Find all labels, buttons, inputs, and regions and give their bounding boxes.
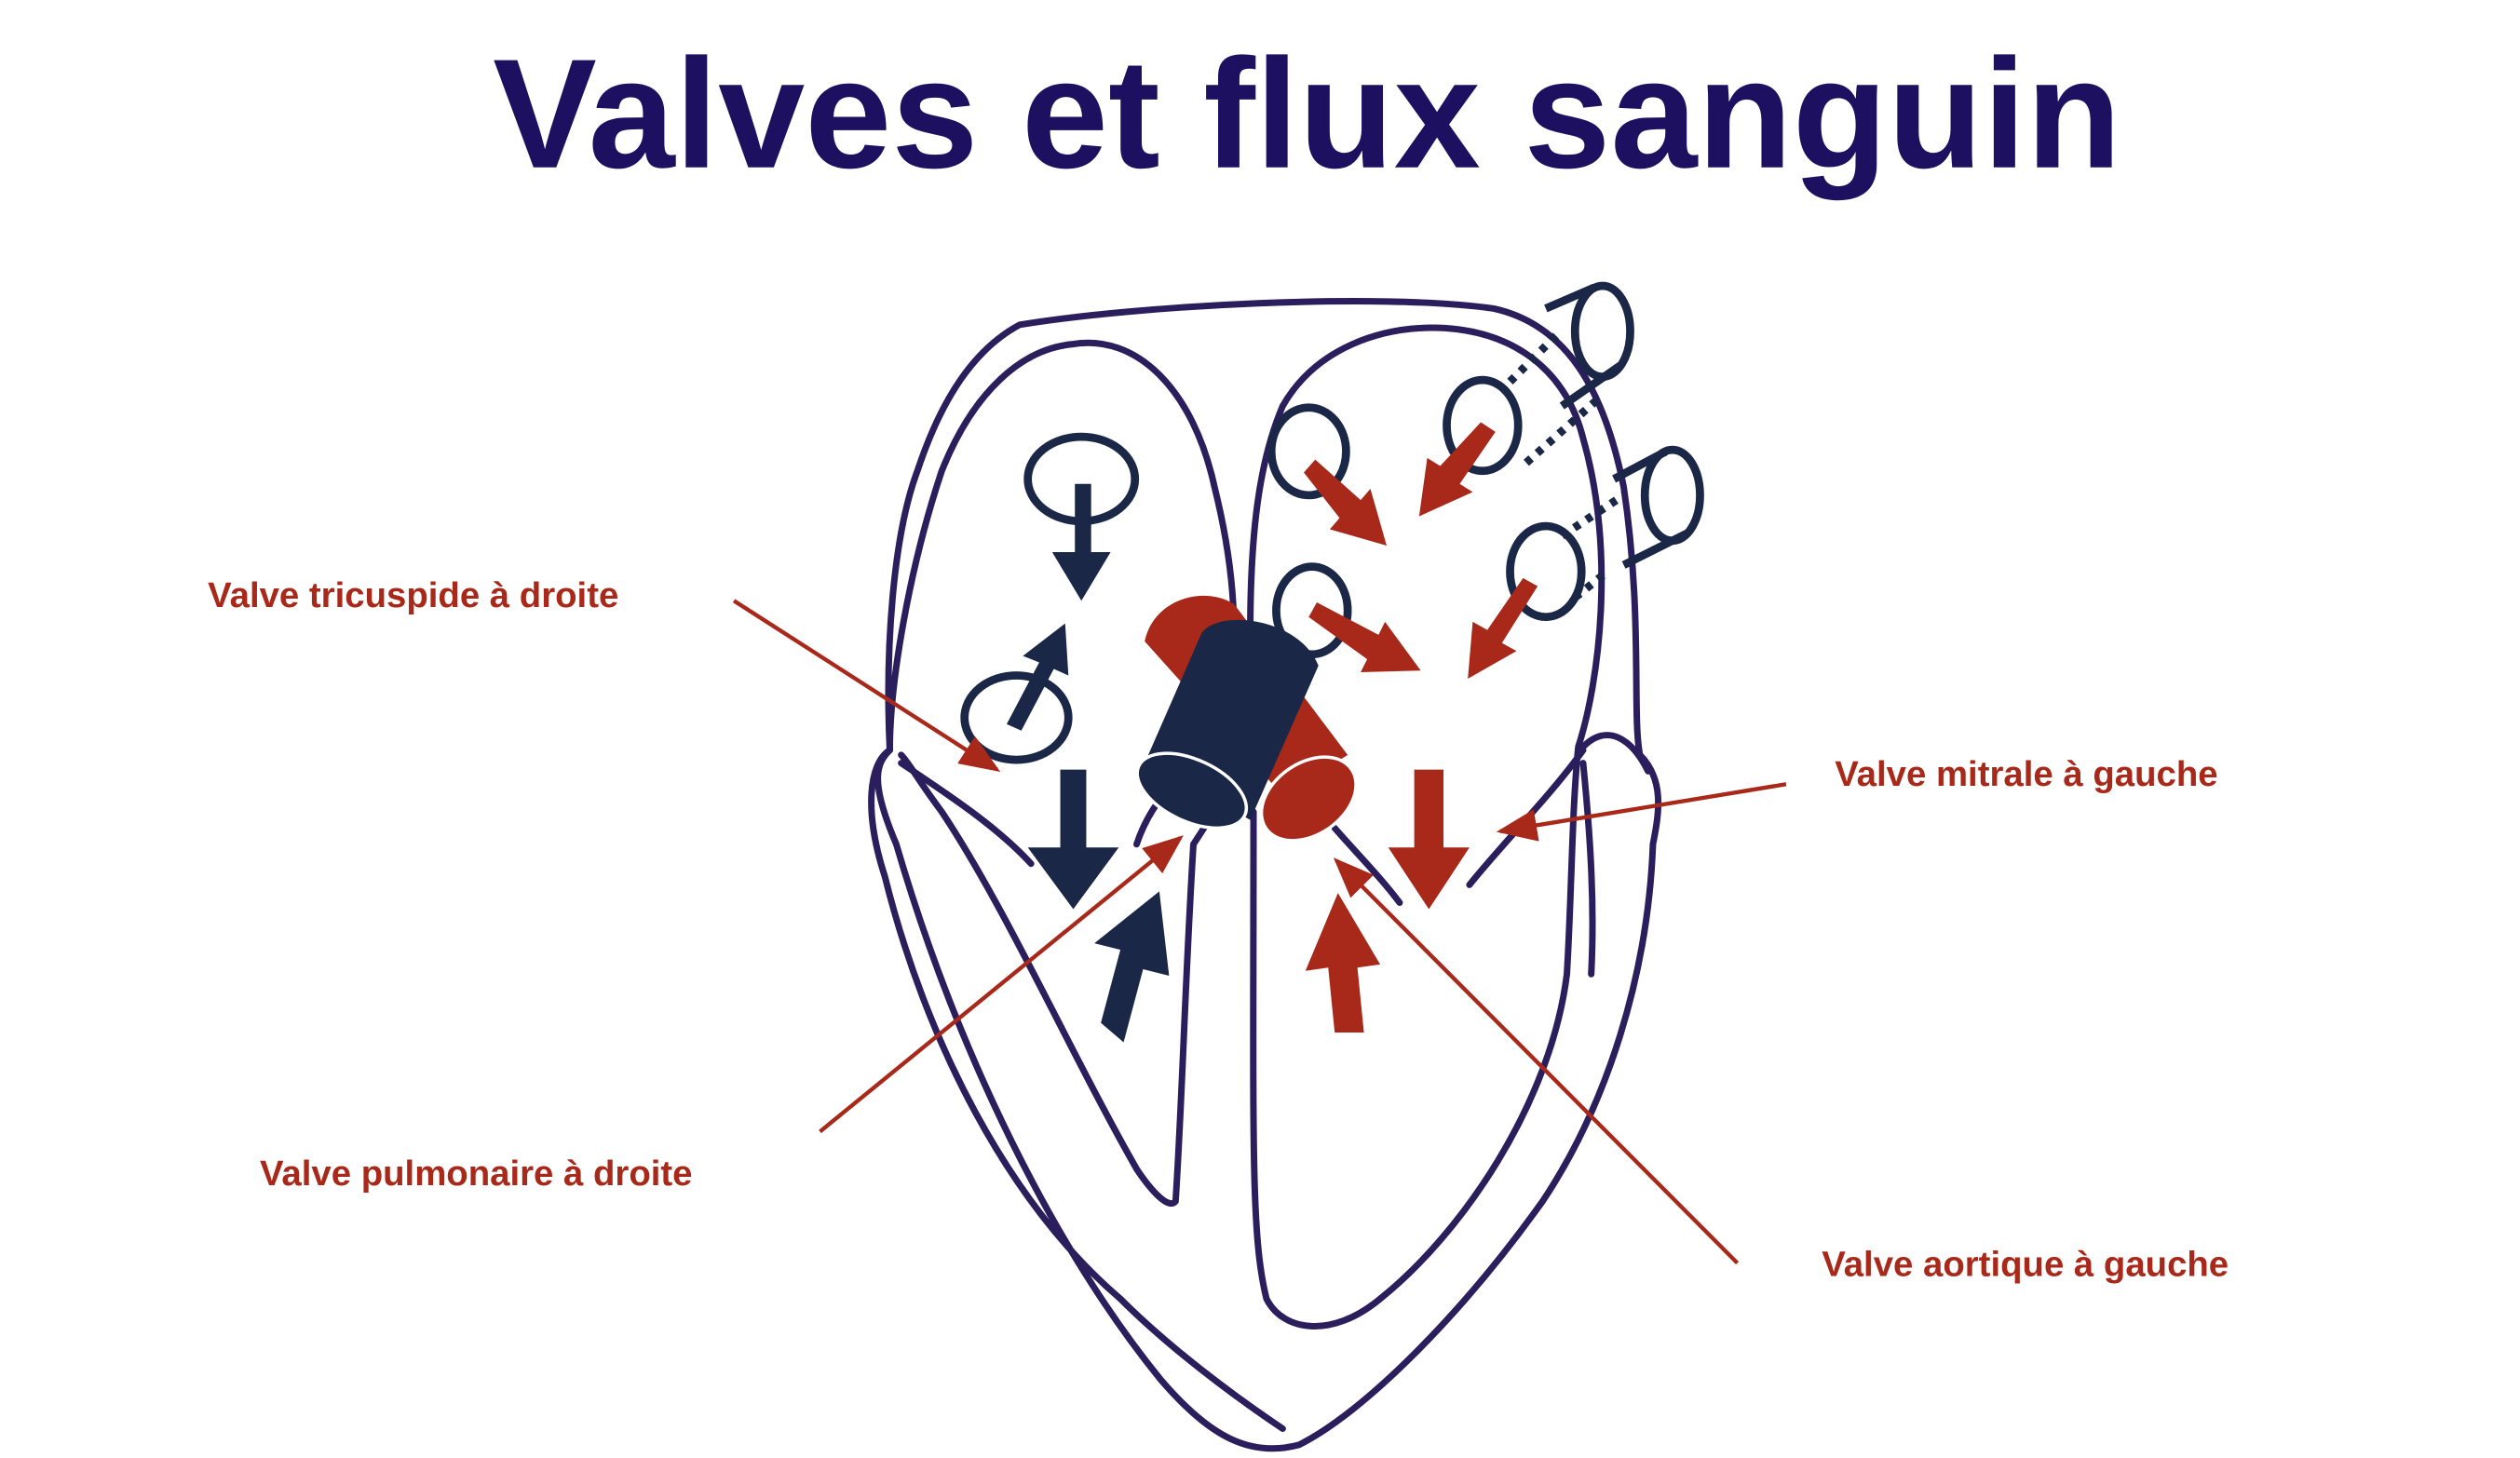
- arrow-icon: [1468, 577, 1538, 679]
- leader-lines: [732, 599, 1787, 1265]
- label-pulmonary-valve: Valve pulmonaire à droite: [260, 1154, 693, 1194]
- oxygenated-flow: [1267, 281, 1704, 1033]
- label-aortic-valve: Valve aortique à gauche: [1822, 1245, 2229, 1285]
- vena-cava-opening-icon: [960, 671, 1073, 764]
- pulmonary-vein-tube-icon: [1640, 445, 1704, 546]
- arrow-down-icon: [1388, 769, 1470, 910]
- label-tricuspid-valve: Valve tricuspide à droite: [208, 575, 618, 615]
- heart-outline: [868, 298, 1662, 1452]
- label-mitral-valve: Valve mitrale à gauche: [1835, 754, 2217, 794]
- page-title: Valves et flux sanguin: [493, 27, 2121, 201]
- pulmonary-vein-tube-icon: [1570, 281, 1634, 382]
- arrow-icon: [1418, 422, 1496, 517]
- great-vessels: [1135, 595, 1358, 843]
- arrow-down-icon: [1051, 483, 1111, 601]
- pulmonary-vein-opening-icon: [1267, 403, 1350, 500]
- pulmonary-vein-opening-icon: [1506, 521, 1586, 622]
- pulmonary-artery-icon: [1135, 619, 1319, 830]
- arrow-up-icon: [1305, 893, 1381, 1033]
- arrow-up-icon: [1007, 623, 1069, 731]
- arrow-down-icon: [1027, 769, 1119, 910]
- deoxygenated-flow: [960, 432, 1170, 1043]
- pulmonary-vein-opening-icon: [1443, 375, 1523, 476]
- arrow-icon: [1308, 602, 1421, 672]
- arrow-up-icon: [1094, 891, 1170, 1043]
- arrow-icon: [1304, 459, 1387, 546]
